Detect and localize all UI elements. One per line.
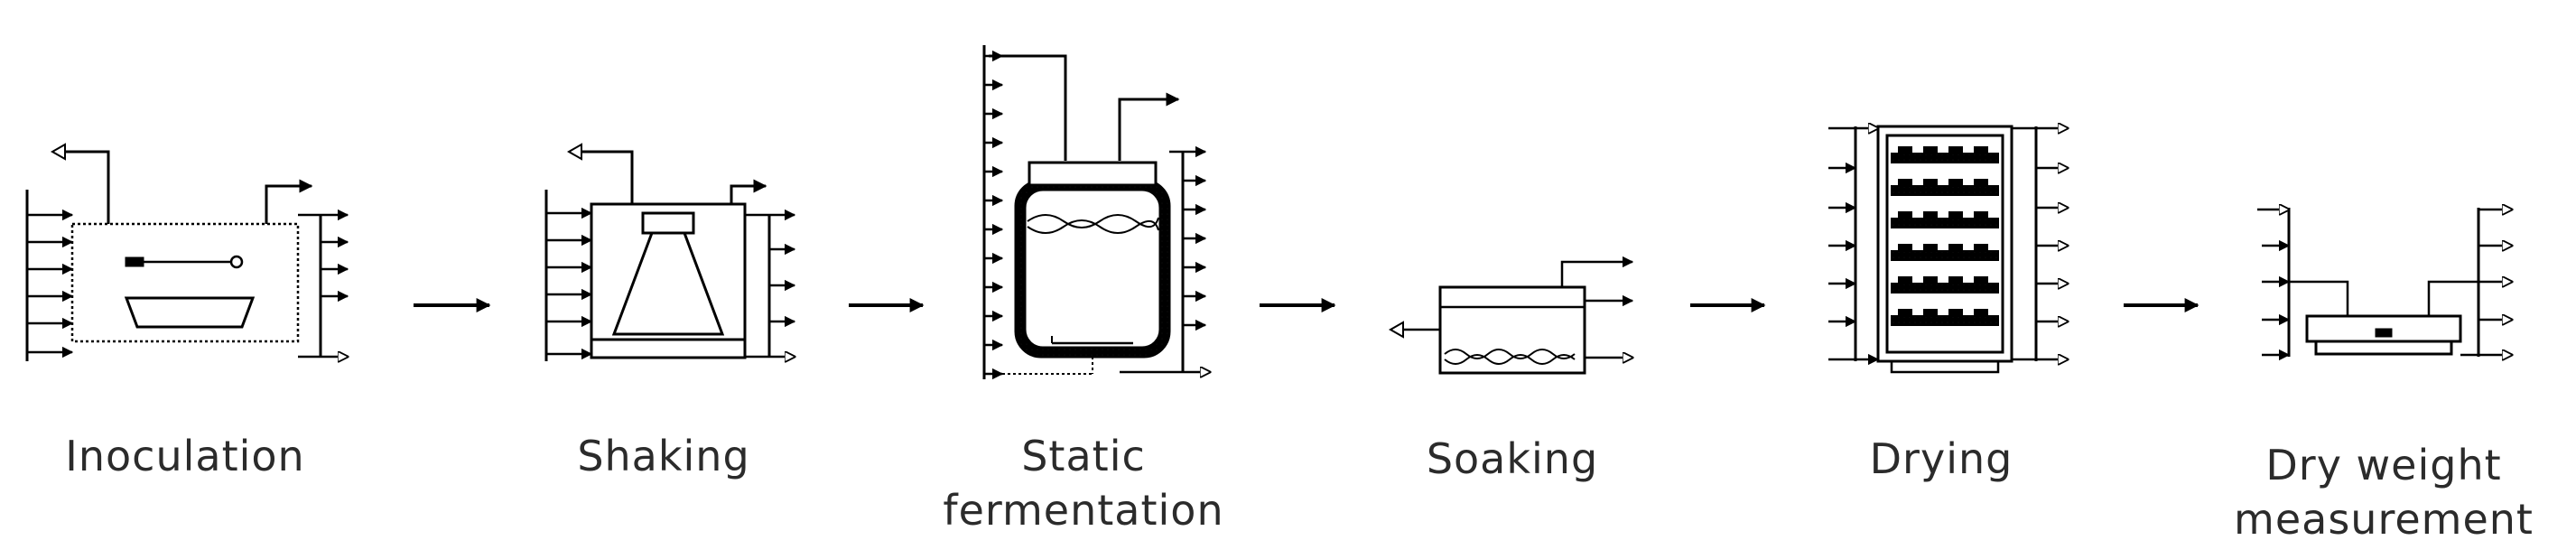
step-label-soaking: Soaking xyxy=(1426,434,1599,483)
drying-unit-icon xyxy=(1828,126,2068,374)
shaking-unit-icon xyxy=(544,143,796,361)
soaking-unit-icon xyxy=(1388,256,1634,375)
step-label-inoculation: Inoculation xyxy=(65,432,305,480)
step-label-dry-weight-measurement: Dry weight measurement xyxy=(2234,441,2534,544)
step-label-shaking: Shaking xyxy=(577,432,750,480)
step-label-drying: Drying xyxy=(1869,434,2013,483)
balance-unit-icon xyxy=(2257,208,2512,361)
step-label-static-fermentation: Static fermentation xyxy=(943,432,1224,535)
inoculation-unit-icon xyxy=(25,143,349,361)
static-fermentation-unit-icon xyxy=(982,45,1210,380)
